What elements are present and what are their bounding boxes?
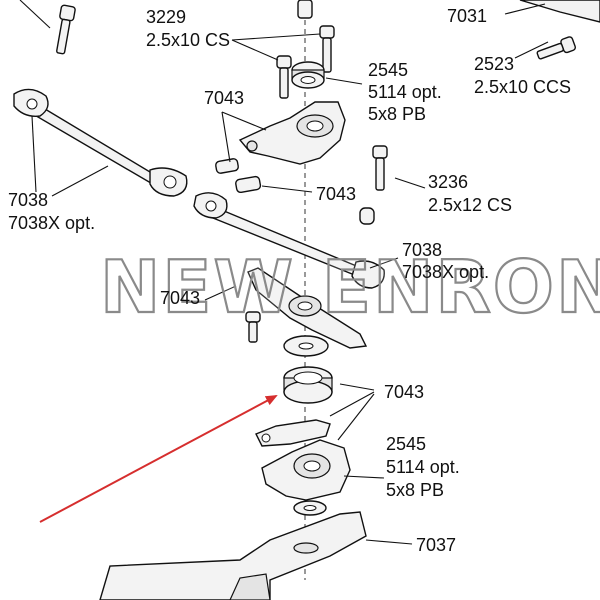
link-arm-lower [255,419,331,447]
label-2523-size: 2.5x10 CCS [474,77,571,97]
washer [283,335,329,357]
label-2523: 2523 [474,54,514,74]
label-7043-upper: 7043 [204,88,244,108]
leader-7038b [369,257,399,269]
label-7038-upper-opt: 7038X opt. [8,213,95,233]
collar-upper-b [235,175,262,194]
bellcrank-arm-middle [247,267,368,349]
label-7031: 7031 [447,6,487,26]
label-3229-size: 2.5x10 CS [146,30,230,50]
label-7043-collars: 7043 [316,184,356,204]
tie-rod-upper [13,88,188,197]
leader-3236 [394,177,426,189]
leader-2545-top [325,77,363,85]
leader-3229-a [231,33,321,41]
leader-2545b [343,475,385,479]
label-2545-lower: 2545 [386,434,426,454]
top-center-screw [297,0,313,19]
label-3236: 3236 [428,172,468,192]
leader-top-left [19,0,51,29]
label-2545-top: 2545 [368,60,408,80]
bearing-2545-top [291,61,325,89]
leader-7043a-1 [221,111,267,131]
pin-middle [245,311,261,343]
leader-7038a-1 [31,115,37,193]
part-7031 [504,0,600,23]
leader-7037 [365,539,413,545]
leader-7043d-2 [329,391,375,417]
screw-2523 [536,36,577,60]
screw-top-left [56,4,76,55]
label-2545-lower-opt: 5114 opt. [386,457,460,477]
bellcrank-upper [238,101,346,165]
tie-rod-lower [193,192,385,289]
label-7038-lower-opt: 7038X opt. [402,262,489,282]
label-2545-top-opt: 5114 opt. [368,82,442,102]
chassis-plate-7037 [99,511,367,600]
label-7043-lower: 7043 [384,382,424,402]
leader-2523 [514,41,549,59]
leader-7043c [204,285,237,301]
leader-3229-b [231,39,279,61]
label-3236-size: 2.5x12 CS [428,195,512,215]
bushing-7043 [283,366,333,404]
bellcrank-lower [261,439,351,501]
red-pointer-arrow [39,395,278,523]
label-2545-top-pb: 5x8 PB [368,104,426,124]
label-3229: 3229 [146,7,186,27]
label-7043-middle: 7043 [160,288,200,308]
screw-3229-a [319,25,335,73]
collar-upper-a [215,158,239,174]
leader-7038a-2 [51,165,109,197]
ball-stud [359,207,375,225]
label-7038-upper: 7038 [8,190,48,210]
screw-3229-b [276,55,292,99]
watermark-text: NEW ENRON [100,245,600,329]
screw-3236 [372,145,388,191]
leader-7043a-2 [221,111,231,163]
leader-7043d-3 [337,393,375,441]
leader-7043b [261,185,313,193]
leader-7043d-1 [339,383,375,391]
bearing-lower [293,500,327,516]
label-7037: 7037 [416,535,456,555]
label-7038-lower: 7038 [402,240,442,260]
label-2545-lower-pb: 5x8 PB [386,480,444,500]
